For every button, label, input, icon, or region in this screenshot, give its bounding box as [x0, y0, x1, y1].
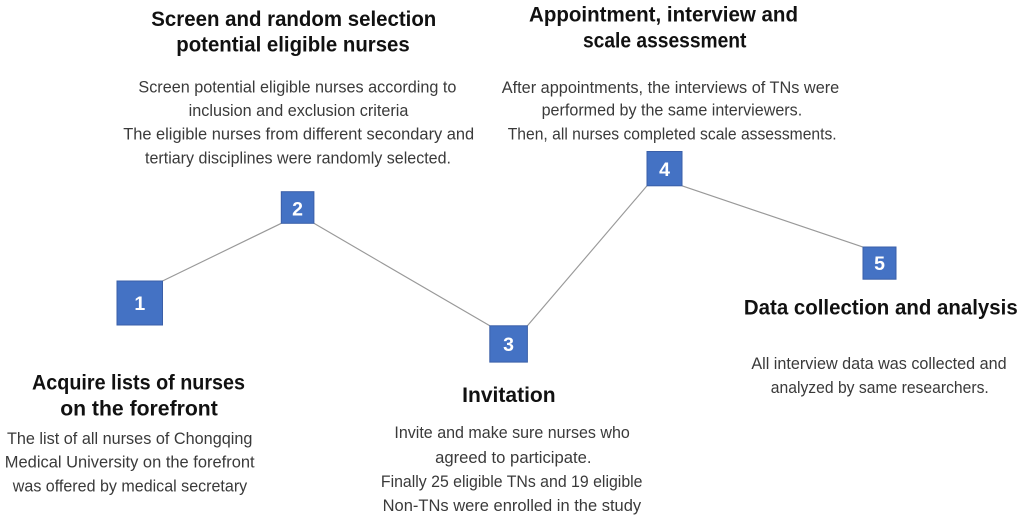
svg-text:The eligible nurses from diffe: The eligible nurses from different secon…: [123, 125, 474, 144]
svg-text:analyzed by same researchers.: analyzed by same researchers.: [771, 378, 989, 397]
svg-text:tertiary disciplines were rand: tertiary disciplines were randomly selec…: [145, 148, 451, 167]
svg-text:scale assessment: scale assessment: [583, 28, 747, 52]
svg-text:potential eligible nurses: potential eligible nurses: [176, 33, 410, 57]
svg-text:Non-TNs were enrolled in the s: Non-TNs were enrolled in the study: [383, 496, 642, 515]
svg-text:was offered by medical secreta: was offered by medical secretary: [12, 477, 248, 496]
svg-text:1: 1: [134, 293, 145, 315]
svg-text:4: 4: [659, 159, 670, 181]
svg-text:Appointment, interview and: Appointment, interview and: [529, 2, 798, 26]
svg-text:All interview data was collect: All interview data was collected and: [751, 354, 1006, 373]
svg-text:Then, all nurses completed sca: Then, all nurses completed scale assessm…: [508, 124, 837, 143]
svg-text:Finally 25 eligible TNs and 19: Finally 25 eligible TNs and 19 eligible: [381, 472, 643, 491]
svg-text:Invite and make sure nurses wh: Invite and make sure nurses who: [394, 423, 629, 442]
svg-text:3: 3: [503, 334, 514, 356]
svg-text:agreed to participate.: agreed to participate.: [435, 448, 591, 467]
svg-text:Acquire lists of nurses: Acquire lists of nurses: [32, 370, 245, 394]
svg-text:Invitation: Invitation: [462, 383, 556, 407]
svg-text:Screen potential eligible nurs: Screen potential eligible nurses accordi…: [138, 77, 456, 96]
svg-text:5: 5: [874, 253, 885, 275]
svg-text:Screen and random selection: Screen and random selection: [151, 7, 436, 31]
svg-text:Medical University on the fore: Medical University on the forefront: [5, 453, 255, 472]
svg-text:inclusion and exclusion criter: inclusion and exclusion criteria: [189, 101, 409, 120]
svg-text:on the forefront: on the forefront: [60, 396, 218, 420]
svg-text:2: 2: [292, 198, 303, 220]
svg-text:performed by the same intervie: performed by the same interviewers.: [542, 101, 803, 120]
svg-text:After appointments, the interv: After appointments, the interviews of TN…: [502, 78, 840, 97]
svg-text:Data collection and analysis: Data collection and analysis: [744, 296, 1018, 320]
svg-text:The list of all nurses of Chon: The list of all nurses of Chongqing: [7, 429, 253, 448]
